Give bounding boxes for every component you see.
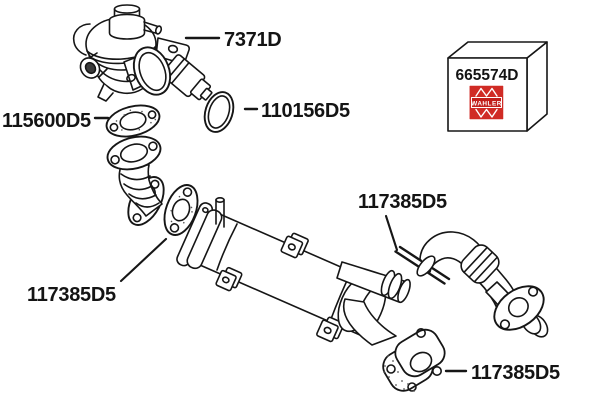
cooler-lower-outlet-pipe <box>343 298 397 346</box>
cooler-mount-tab-top <box>280 232 309 259</box>
wahler-logo <box>469 85 504 120</box>
cooler-mount-tab-left <box>215 266 243 292</box>
egr-cooler-drawing <box>176 197 446 392</box>
cooler-inlet-plate <box>176 202 223 270</box>
egr-valve-drawing <box>72 4 213 102</box>
callout-label-connector-gasket: 117385D5 <box>358 191 447 213</box>
callout-label-valve: 7371D <box>224 29 281 51</box>
downpipe-gasket-drawing <box>163 184 199 236</box>
right-pipe-drawing <box>416 231 549 338</box>
leader-downpipe-gasket <box>119 237 168 283</box>
logo-zigzag-bottom <box>475 108 498 118</box>
elbow-end-flange <box>493 285 545 331</box>
cooler-upper-outlet-stub <box>336 261 411 304</box>
valve-gasket-drawing <box>105 104 161 138</box>
bracket-bolt-hole <box>167 44 179 54</box>
callout-label-o-ring: 110156D5 <box>261 100 350 122</box>
callout-label-valve-gasket: 115600D5 <box>2 110 91 132</box>
o-ring-drawing <box>203 91 235 133</box>
valve-top-cap <box>108 4 146 40</box>
elbow-coupling <box>460 244 500 284</box>
logo-zigzag-top <box>475 87 498 97</box>
gasket-stipple <box>115 109 157 131</box>
valve-actuator <box>161 54 213 101</box>
callout-label-downpipe-gasket: 117385D5 <box>27 284 116 306</box>
box-part-number: 665574D <box>456 67 519 84</box>
logo-band <box>471 97 502 108</box>
cooler-seam-left <box>216 223 238 271</box>
callout-labels: 7371D 110156D5 115600D5 117385D5 117385D… <box>2 29 560 384</box>
valve-throat-flange <box>132 46 172 96</box>
gasket-stipple <box>170 195 193 224</box>
bellows-corrugations <box>120 173 160 208</box>
cooler-mount-tab-bottom <box>316 316 345 343</box>
wahler-logo-text: WAHLER <box>471 100 502 107</box>
vacuum-nipple <box>143 21 163 35</box>
cooler-outlet-flange <box>394 327 446 378</box>
downpipe-upper-flange <box>106 135 162 171</box>
leader-connector-gasket <box>384 214 399 252</box>
callout-leader-lines <box>93 36 468 373</box>
callout-label-outlet-gasket: 117385D5 <box>471 362 560 384</box>
downpipe-drawing <box>106 135 165 226</box>
elbow-open-end <box>416 255 436 277</box>
gasket-stipple <box>383 351 415 392</box>
cooler-stud <box>215 197 225 228</box>
valve-foot-bracket <box>97 83 114 102</box>
packaging-box <box>447 41 548 132</box>
valve-side-port <box>79 52 108 79</box>
